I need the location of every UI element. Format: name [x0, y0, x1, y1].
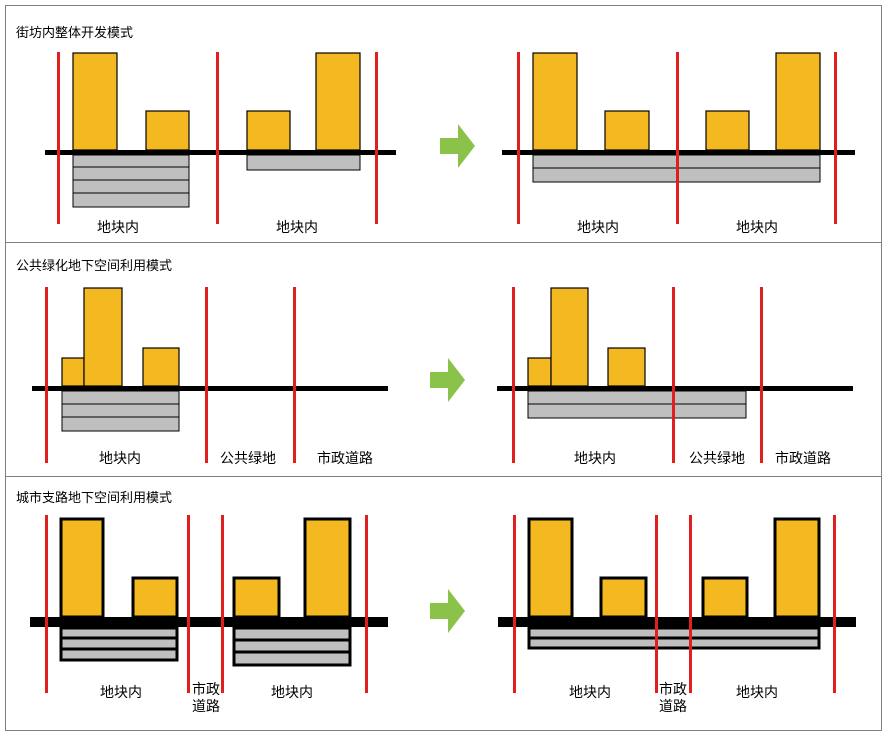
boundary-line: [760, 287, 763, 463]
building: [72, 52, 118, 151]
building: [599, 576, 648, 619]
boundary-line: [517, 52, 520, 224]
building: [59, 517, 105, 619]
zone-label: 地块内: [100, 685, 142, 701]
panel-2-frame: [5, 242, 882, 477]
ground-line: [30, 617, 388, 627]
right-arrow-icon: [430, 358, 465, 402]
boundary-line: [205, 287, 208, 463]
building: [773, 517, 821, 619]
building: [527, 357, 552, 387]
underground-floor: [246, 154, 361, 171]
underground-floor: [61, 416, 180, 432]
underground-floor: [527, 390, 747, 405]
ground-line: [45, 150, 396, 155]
boundary-line: [513, 515, 516, 693]
boundary-line: [293, 287, 296, 463]
panel-3-title: 城市支路地下空间利用模式: [16, 490, 172, 506]
building: [604, 110, 650, 151]
boundary-line: [655, 515, 658, 693]
building: [61, 357, 85, 387]
zone-label: 公共绿地: [220, 451, 276, 467]
panel-2-after: 地块内 公共绿地 市政道路: [497, 287, 853, 467]
boundary-line: [672, 287, 675, 463]
boundary-line: [45, 515, 48, 693]
ground-line: [32, 386, 388, 391]
right-arrow-icon: [430, 589, 465, 633]
building: [246, 110, 291, 151]
zone-label: 市政道路: [775, 450, 831, 467]
building: [607, 347, 646, 387]
building: [142, 347, 180, 387]
building: [532, 52, 578, 151]
underground-floor: [527, 403, 747, 419]
boundary-line: [833, 515, 836, 693]
panel-1-before: 地块内 地块内: [45, 52, 396, 236]
building: [550, 287, 589, 387]
boundary-line: [365, 515, 368, 693]
zone-label-two-line: 市政道路: [192, 681, 220, 715]
underground-box: [232, 626, 352, 667]
underground-floor: [72, 154, 190, 168]
zone-label: 地块内: [99, 451, 141, 467]
underground-box: [59, 626, 179, 662]
boundary-line: [689, 515, 692, 693]
zone-label: 地块内: [569, 685, 611, 701]
zone-label: 地块内: [271, 685, 313, 701]
panel-1-after: 地块内 地块内: [502, 52, 855, 236]
panel-1-title: 街坊内整体开发模式: [16, 25, 133, 41]
right-arrow-icon: [440, 124, 475, 168]
boundary-line: [187, 515, 190, 693]
building: [775, 52, 821, 151]
ground-line: [498, 617, 856, 627]
building: [303, 517, 352, 619]
building: [232, 576, 281, 619]
underground-floor: [72, 192, 190, 208]
building: [701, 576, 749, 619]
boundary-line: [676, 52, 679, 224]
building: [83, 287, 123, 387]
panel-3-frame: [5, 476, 882, 731]
zone-label: 地块内: [736, 220, 778, 236]
panel-3-before: 地块内 市政道路 地块内: [30, 515, 388, 715]
zone-label-two-line: 市政道路: [659, 681, 687, 715]
zone-label: 地块内: [736, 685, 778, 701]
boundary-line: [512, 287, 515, 463]
underground-floor: [72, 179, 190, 194]
zone-label: 公共绿地: [689, 451, 745, 467]
zone-label: 地块内: [97, 220, 139, 236]
zone-label: 地块内: [577, 220, 619, 236]
building: [315, 52, 361, 151]
panel-2-before: 地块内 公共绿地 市政道路: [32, 287, 388, 467]
building: [705, 110, 750, 151]
zone-label: 地块内: [574, 451, 616, 467]
zone-label: 地块内: [276, 220, 318, 236]
boundary-line: [221, 515, 224, 693]
building: [131, 576, 179, 619]
underground-floor: [72, 166, 190, 181]
boundary-line: [45, 287, 48, 463]
zone-label: 市政道路: [317, 450, 373, 467]
underground-floor: [61, 403, 180, 418]
panel-2-title: 公共绿化地下空间利用模式: [16, 259, 172, 274]
boundary-line: [834, 52, 837, 224]
boundary-line: [375, 52, 378, 224]
building: [145, 110, 190, 151]
underground-floor: [61, 390, 180, 405]
panel-3-after: 地块内 市政道路 地块内: [498, 515, 856, 715]
boundary-line: [216, 52, 219, 224]
building: [527, 517, 574, 619]
boundary-line: [57, 52, 60, 224]
